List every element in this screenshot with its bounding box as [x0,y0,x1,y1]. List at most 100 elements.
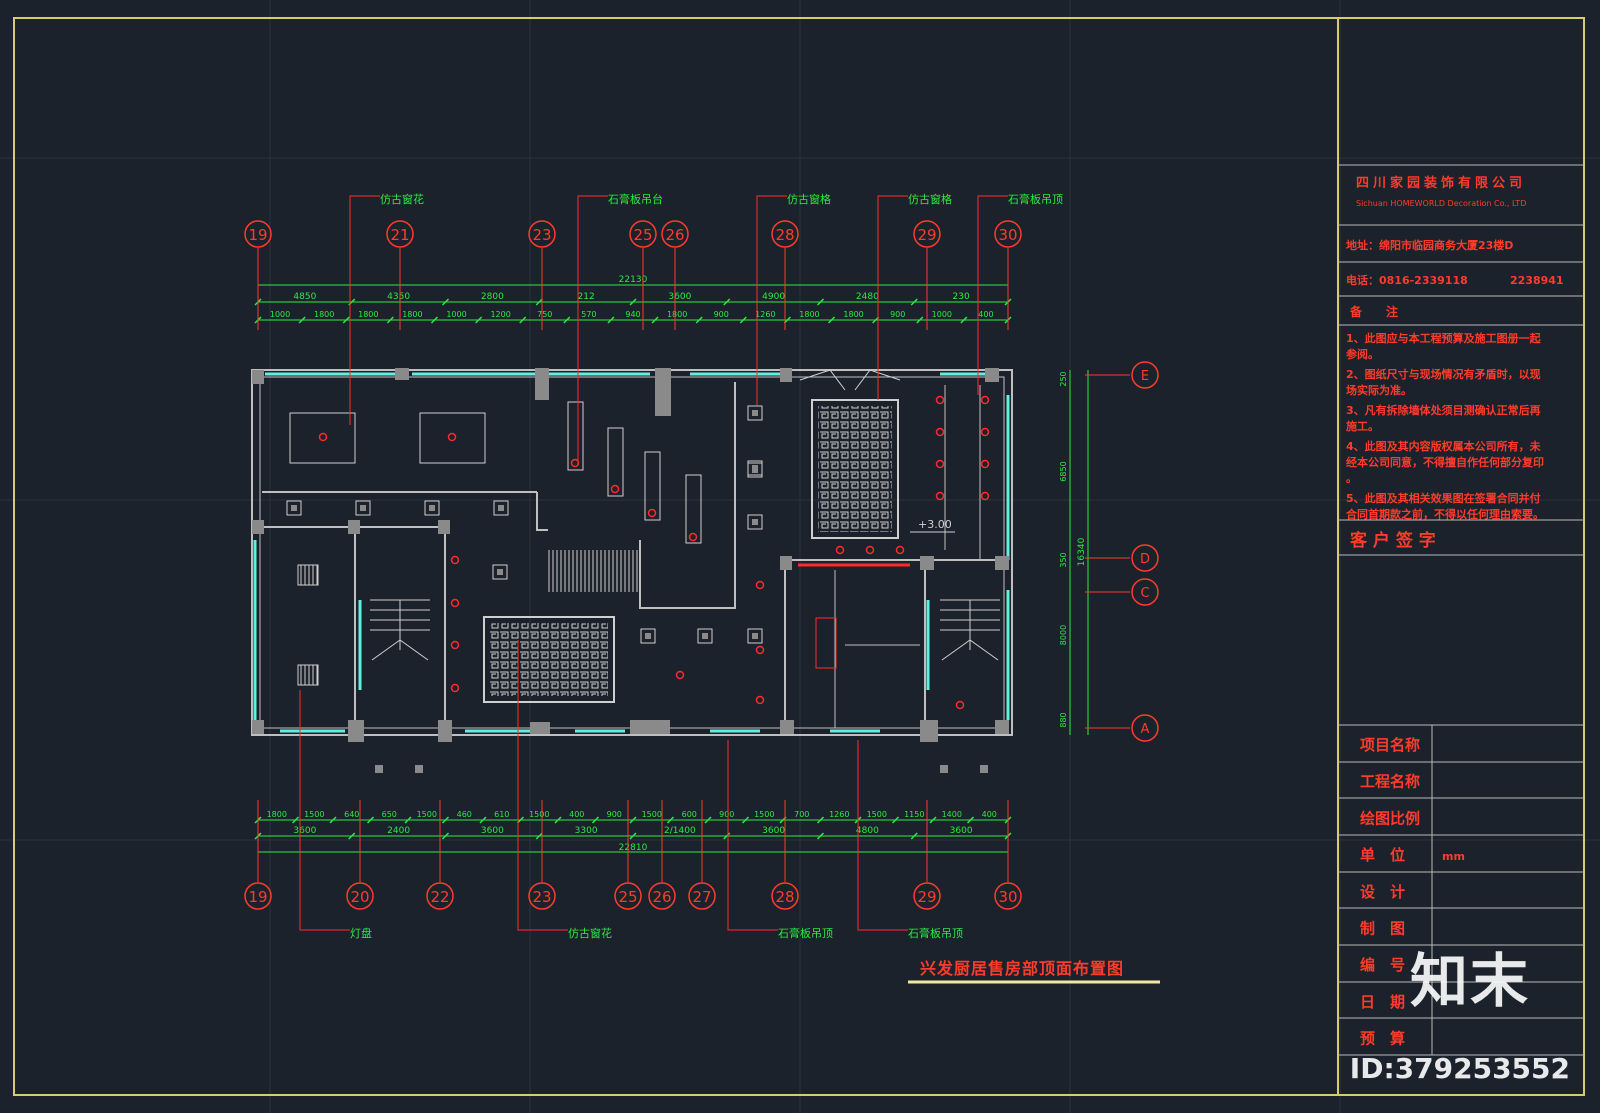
dim-label: 1500 [754,810,774,819]
dim-tick [816,832,825,840]
dim-label: 1500 [642,810,662,819]
spot-light-core [497,569,503,575]
spot-light [747,514,763,530]
dim-label: 640 [344,810,359,819]
dim-tick [591,816,600,824]
axis-label: 19 [248,888,267,906]
callout-leader [877,195,908,400]
red-light [450,555,460,565]
axis-label: 23 [532,888,551,906]
dim-tick [629,816,637,824]
spot-light-core [429,505,435,511]
company-phone: 电话：0816-2339118 [1346,273,1468,287]
callout-leader [727,740,778,931]
spot-light [697,628,713,644]
field-label: 绘图比例 [1360,809,1420,827]
dim-tick [816,816,825,824]
dim-label: 880 [1059,712,1068,727]
red-light [755,580,765,590]
watermark-id: ID:379253552 [1349,1052,1570,1085]
axis-label: 25 [618,888,637,906]
red-light [450,640,460,650]
axis-bubble [994,882,1022,910]
callout-label: 仿古窗花 [380,192,424,206]
axis-bubble [426,882,454,910]
callout-label: 仿古窗格 [908,192,952,206]
spot-light [492,564,508,580]
red-light [610,484,620,494]
axis-label: 29 [917,226,936,244]
red-light [570,458,580,468]
spot-light [747,462,763,478]
entrance [798,369,910,567]
company-name-en: Sichuan HOMEWORLD Decoration Co., LTD [1356,199,1526,208]
axis-bubble [1131,361,1159,389]
red-light [865,545,875,555]
drawing-title: 兴发厨居售房部顶面布置图 [920,959,1124,978]
dim-label: 1800 [402,310,422,319]
red-light [935,427,945,437]
spot-light [286,500,302,516]
callout-leader [349,195,380,425]
red-light [450,683,460,693]
dim-label: 600 [682,810,697,819]
dim-label: 3600 [293,826,316,836]
dim-tick [535,832,543,840]
axis-label: 26 [665,226,684,244]
dim-tick [704,816,712,824]
dim-label: 4900 [762,292,785,302]
dim-label: 1500 [417,810,437,819]
axis-bubble [994,220,1022,248]
dim-label: 1260 [755,310,775,319]
callout-label: 石膏板吊顶 [1008,192,1063,206]
field-label: 制 图 [1360,920,1405,938]
dim-tick [607,316,615,324]
dim-tick [366,816,375,824]
axis-label: 22 [430,888,449,906]
watermark-logo: 知末 [1409,947,1530,1015]
spot-light [424,500,440,516]
dim-tick [891,816,900,824]
dim-label: 3600 [950,826,973,836]
remark-note: 3、凡有拆除墙体处须目测确认正常后再施工。 [1346,403,1541,433]
dim-label: 3300 [575,826,598,836]
axis-label: 28 [775,226,794,244]
spot-light [355,500,371,516]
dim-tick [404,816,412,824]
dim-label: 1800 [799,310,819,319]
company-phone-2: 2238941 [1510,274,1564,287]
dim-label: 3600 [668,292,691,302]
red-light [980,459,990,469]
remarks-notes: 1、此图应与本工程预算及施工图册一起参阅。2、图纸尺寸与现场情况有矛盾时，以现场… [1346,331,1544,521]
callout-leader [517,640,568,931]
red-light [688,532,698,542]
dim-tick [816,298,825,306]
dim-label: 1800 [358,310,378,319]
dim-tick [827,316,836,324]
dim-tick [386,316,394,324]
spot-light-core [752,467,758,473]
dim-label: 1800 [667,310,687,319]
dim-tick [739,316,747,324]
dim-tick [441,832,450,840]
dim-label: 1000 [446,310,466,319]
spot-light-core [702,633,708,639]
axis-label: E [1141,369,1149,384]
dim-tick [291,816,300,824]
axis-bubble [771,882,799,910]
spot-light [747,628,763,644]
red-light [935,395,945,405]
dim-label: 650 [382,810,397,819]
stair-left [370,599,430,661]
callout-label: 仿古窗格 [787,192,831,206]
dim-label: 230 [953,292,970,302]
dim-total: 22810 [619,843,648,853]
spot-light-core [498,505,504,511]
axis-bubble [771,220,799,248]
red-light [835,545,845,555]
dim-tick [519,316,527,324]
dim-total: 16340 [1077,537,1087,566]
dim-label: 900 [714,310,729,319]
